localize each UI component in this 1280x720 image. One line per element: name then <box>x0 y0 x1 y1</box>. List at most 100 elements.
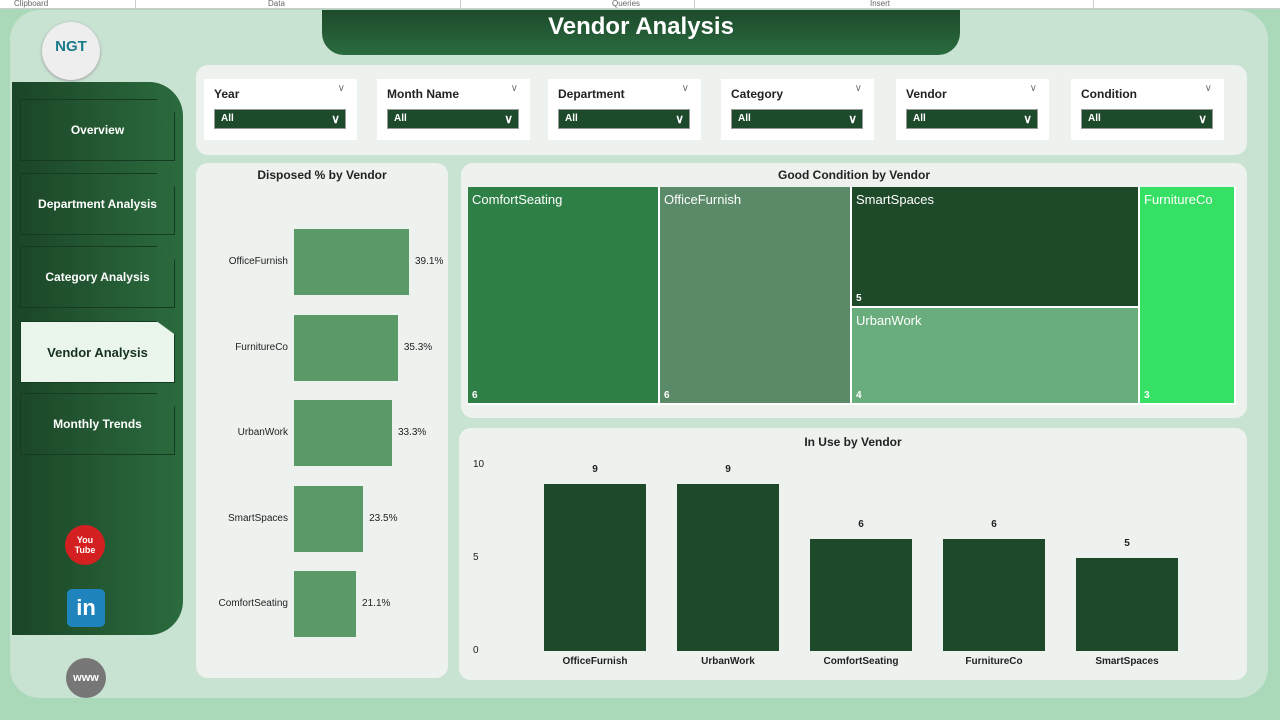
dropdown-value: All <box>1088 113 1101 124</box>
slicer-label: Month Name <box>387 87 459 101</box>
slicer-label: Year <box>214 87 240 101</box>
dropdown-value: All <box>565 113 578 124</box>
bar[interactable] <box>294 229 409 295</box>
chart-title: Disposed % by Vendor <box>257 168 387 182</box>
bar[interactable] <box>294 314 398 381</box>
nav-overview[interactable]: Overview <box>20 99 175 161</box>
chevron-down-icon[interactable]: ∨ <box>510 83 518 94</box>
dropdown-value: All <box>221 113 234 124</box>
bar[interactable] <box>810 539 912 651</box>
youtube-icon[interactable]: You Tube <box>65 525 105 565</box>
treemap-cell[interactable]: ComfortSeating 6 <box>468 187 660 405</box>
chart-title: In Use by Vendor <box>804 435 902 449</box>
ribbon-group-data: Data <box>268 0 285 8</box>
x-tick-label: SmartSpaces <box>1095 656 1159 667</box>
x-tick-label: UrbanWork <box>701 656 755 667</box>
y-tick-label: 10 <box>473 459 485 470</box>
ngt-logo: NGT <box>42 22 100 80</box>
data-label: 9 <box>725 463 731 475</box>
bar[interactable] <box>294 571 357 637</box>
category-label: OfficeFurnish <box>228 256 288 267</box>
bar[interactable] <box>544 483 646 651</box>
bar[interactable] <box>677 483 779 651</box>
dropdown-value: All <box>394 113 407 124</box>
slicer-month-name: Month Name ∨ All∨ <box>377 79 530 140</box>
slicer-dropdown[interactable]: All ∨ <box>1081 109 1213 129</box>
slicer-dropdown[interactable]: All∨ <box>906 109 1038 129</box>
chart-title: Good Condition by Vendor <box>778 168 930 182</box>
ribbon-divider <box>460 0 461 8</box>
nav-monthly-trends[interactable]: Monthly Trends <box>20 393 175 455</box>
data-label: 35.3% <box>403 341 433 353</box>
ribbon-group-queries: Queries <box>612 0 641 8</box>
slicer-label: Vendor <box>906 87 947 101</box>
chevron-down-icon[interactable]: ∨ <box>854 83 862 94</box>
treemap-label: ComfortSeating <box>472 192 563 207</box>
nav-label: Monthly Trends <box>53 417 142 431</box>
slicer-dropdown[interactable]: All∨ <box>387 109 519 129</box>
disposed-by-vendor-chart: Disposed % by Vendor OfficeFurnish 39.1% F… <box>196 163 448 678</box>
nav-category-analysis[interactable]: Category Analysis <box>20 246 175 308</box>
treemap-label: FurnitureCo <box>1144 192 1213 207</box>
nav-department-analysis[interactable]: Department Analysis <box>20 173 175 235</box>
chevron-down-icon: ∨ <box>848 112 857 126</box>
ribbon-group-insert: Insert <box>870 0 891 8</box>
chevron-down-icon[interactable]: ∨ <box>1204 83 1212 94</box>
treemap-value: 4 <box>856 390 862 401</box>
slicer-category: Category ∨ All ∨ <box>721 79 874 140</box>
slicer-department: Department ∨ All ∨ <box>548 79 701 140</box>
category-label: SmartSpaces <box>227 512 288 524</box>
category-label: UrbanWork <box>237 427 288 438</box>
bar[interactable] <box>1076 558 1178 651</box>
chevron-down-icon[interactable]: ∨ <box>1029 83 1037 94</box>
category-label: FurnitureCo <box>235 341 288 353</box>
chevron-down-icon: ∨ <box>1198 112 1207 126</box>
treemap-value: 6 <box>472 390 478 401</box>
data-label: 6 <box>858 519 864 531</box>
nav-label: Vendor Analysis <box>47 344 148 360</box>
linkedin-icon[interactable]: in <box>67 589 105 627</box>
data-label: 23.5% <box>369 512 398 524</box>
nav-vendor-analysis[interactable]: Vendor Analysis <box>20 321 175 383</box>
category-label: ComfortSeating <box>218 598 288 609</box>
slicer-vendor: Vendor ∨ All∨ <box>896 79 1049 140</box>
chevron-down-icon[interactable]: ∨ <box>681 83 689 94</box>
slicer-year: Year ∨ All ∨ <box>204 79 357 140</box>
data-label: 39.1% <box>415 256 444 267</box>
treemap-value: 5 <box>856 293 862 304</box>
slicer-condition: Condition ∨ All ∨ <box>1071 79 1224 140</box>
slicer-label: Condition <box>1081 87 1137 101</box>
slicer-dropdown[interactable]: All ∨ <box>558 109 690 129</box>
bar[interactable] <box>294 485 364 552</box>
data-label: 9 <box>592 463 598 475</box>
treemap-cell[interactable]: SmartSpaces 5 <box>852 187 1140 308</box>
bar[interactable] <box>294 400 392 466</box>
chevron-down-icon: ∨ <box>675 112 684 126</box>
bar[interactable] <box>943 539 1045 651</box>
slicer-dropdown[interactable]: All ∨ <box>731 109 863 129</box>
data-label: 33.3% <box>397 427 427 438</box>
chevron-down-icon: ∨ <box>331 112 340 126</box>
website-globe-icon[interactable]: www <box>66 658 106 698</box>
x-tick-label: FurnitureCo <box>965 656 1023 667</box>
data-label: 21.1% <box>362 598 391 609</box>
ribbon-divider <box>1093 0 1094 8</box>
slicer-label: Category <box>731 87 784 101</box>
slicer-dropdown[interactable]: All ∨ <box>214 109 346 129</box>
ribbon-divider <box>694 0 695 8</box>
y-tick-label: 0 <box>473 645 479 656</box>
treemap-label: OfficeFurnish <box>664 192 742 207</box>
treemap-label: SmartSpaces <box>856 192 935 207</box>
ribbon-group-clipboard: Clipboard <box>14 0 49 8</box>
chevron-down-icon[interactable]: ∨ <box>337 83 345 94</box>
slicer-label: Department <box>558 87 625 101</box>
nav-label: Overview <box>70 123 125 137</box>
nav-label: Department Analysis <box>38 197 157 211</box>
dropdown-value: All <box>738 113 751 124</box>
data-label: 5 <box>1124 538 1130 549</box>
dropdown-value: All <box>913 113 926 124</box>
